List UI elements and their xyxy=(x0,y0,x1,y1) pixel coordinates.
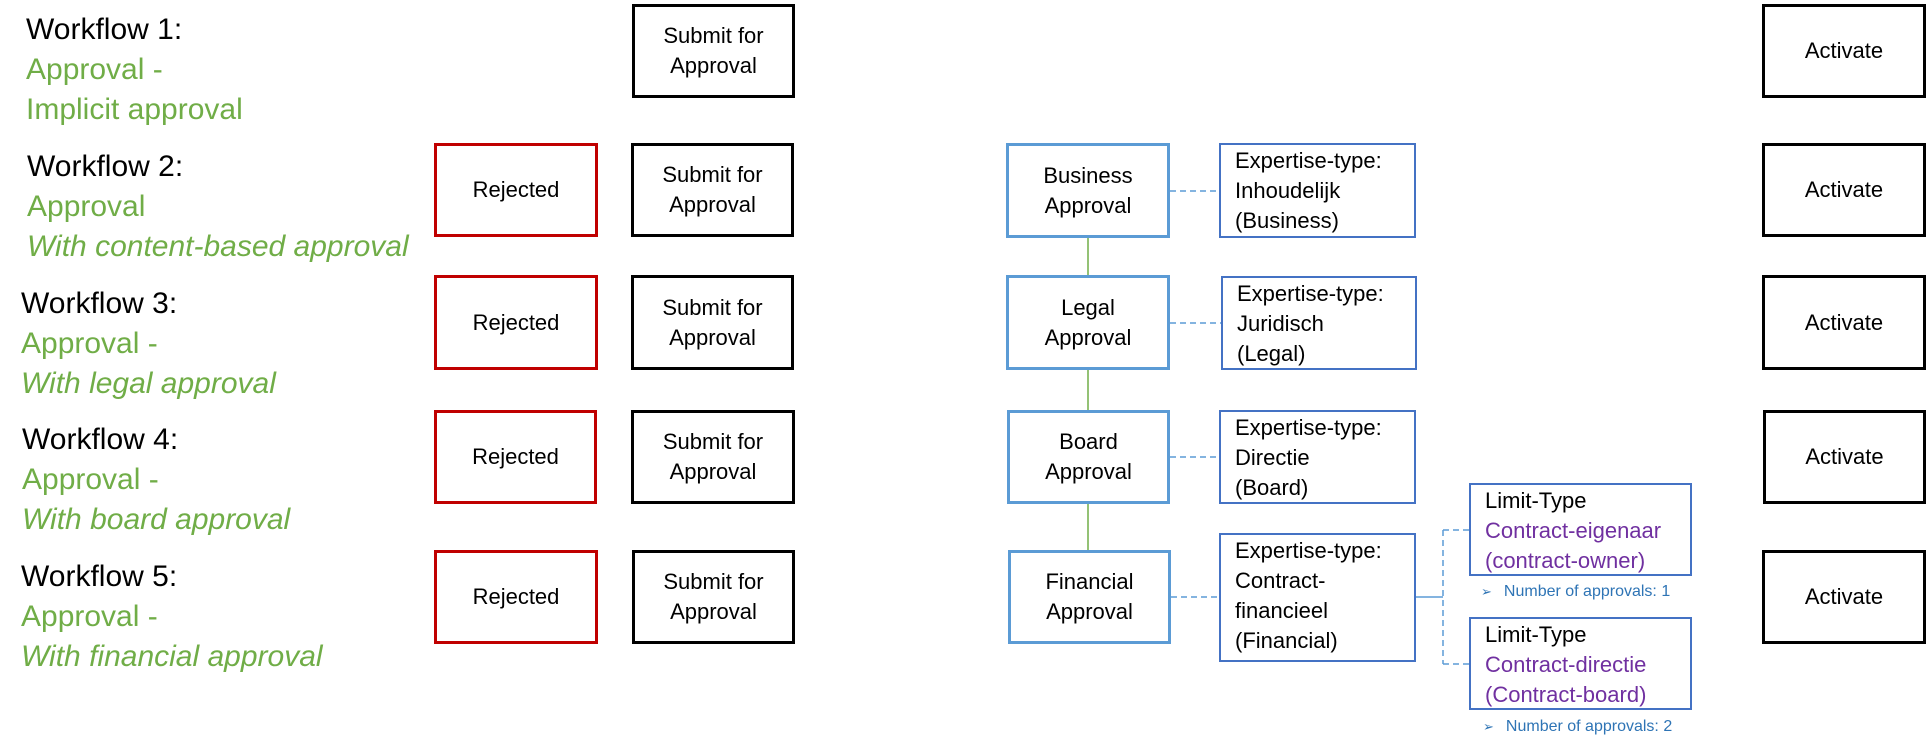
workflow-3-label: Workflow 3: Approval - With legal approv… xyxy=(21,284,276,404)
limit-note: ➢ Number of approvals: 1 xyxy=(1481,583,1670,601)
activate-label: Activate xyxy=(1804,309,1884,335)
submit-label-line1: Submit for xyxy=(662,429,764,454)
limit-note: ➢ Number of approvals: 2 xyxy=(1483,718,1672,736)
workflow-description: With board approval xyxy=(22,503,291,536)
expertise-line: Juridisch xyxy=(1237,311,1324,336)
submit-label-line2: Approval xyxy=(669,324,756,350)
expertise-type-box: Expertise-type: Juridisch (Legal) xyxy=(1221,276,1417,370)
rejected-node: Rejected xyxy=(434,143,598,237)
workflow-description: With content-based approval xyxy=(27,230,409,263)
rejected-node: Rejected xyxy=(434,410,597,504)
activate-label: Activate xyxy=(1804,38,1884,63)
workflow-2-label: Workflow 2: Approval With content-based … xyxy=(27,147,409,267)
workflow-description: With legal approval xyxy=(21,367,276,400)
workflow-1-label: Workflow 1: Approval - Implicit approval xyxy=(26,10,243,130)
legal-label-line1: Legal xyxy=(1061,294,1115,320)
arrowhead-bullet-icon: ➢ xyxy=(1481,584,1492,599)
activate-label: Activate xyxy=(1804,584,1884,609)
business-label-line1: Business xyxy=(1043,162,1133,188)
workflow-subtitle: Approval - xyxy=(22,463,159,496)
submit-label-line2: Approval xyxy=(669,459,757,484)
business-label-line2: Approval xyxy=(1044,192,1132,218)
submit-label-line1: Submit for xyxy=(662,162,763,187)
activate-node: Activate xyxy=(1762,4,1926,98)
activate-label: Activate xyxy=(1804,177,1884,202)
expertise-type-box: Expertise-type: Contract- financieel (Fi… xyxy=(1219,533,1416,662)
activate-node: Activate xyxy=(1762,143,1926,237)
workflow-subtitle: Approval - xyxy=(26,53,163,86)
workflow-4-label: Workflow 4: Approval - With board approv… xyxy=(22,420,290,540)
expertise-line: (Legal) xyxy=(1237,341,1306,366)
expertise-line: Expertise-type: xyxy=(1235,415,1382,440)
expertise-line: (Financial) xyxy=(1235,628,1338,653)
rejected-label: Rejected xyxy=(472,444,559,469)
activate-node: Activate xyxy=(1762,275,1926,370)
limit-note-text: Number of approvals: 2 xyxy=(1505,718,1673,735)
workflow-subtitle: Approval - xyxy=(21,327,158,360)
expertise-type-box: Expertise-type: Directie (Board) xyxy=(1219,410,1416,504)
expertise-line: financieel xyxy=(1235,598,1328,623)
workflow-description: With financial approval xyxy=(21,640,323,673)
limit-name: Contract-directie xyxy=(1485,652,1647,677)
workflow-subtitle: Approval - xyxy=(21,600,158,633)
limit-name-translation: (Contract-board) xyxy=(1485,682,1647,707)
expertise-line: Expertise-type: xyxy=(1237,281,1384,306)
rejected-label: Rejected xyxy=(472,177,560,202)
limit-type-box: Limit-Type Contract-eigenaar (contract-o… xyxy=(1469,483,1692,576)
limit-name-translation: (contract-owner) xyxy=(1485,548,1646,573)
limit-type-box: Limit-Type Contract-directie (Contract-b… xyxy=(1469,617,1692,710)
expertise-line: Inhoudelijk xyxy=(1235,178,1341,203)
expertise-line: Contract- xyxy=(1235,568,1326,593)
expertise-line: (Board) xyxy=(1235,475,1309,500)
rejected-node: Rejected xyxy=(434,275,598,370)
expertise-type-box: Expertise-type: Inhoudelijk (Business) xyxy=(1219,143,1416,238)
workflow-5-label: Workflow 5: Approval - With financial ap… xyxy=(21,557,323,677)
submit-label-line2: Approval xyxy=(670,599,757,624)
limit-title: Limit-Type xyxy=(1485,622,1587,647)
arrowhead-bullet-icon: ➢ xyxy=(1483,719,1494,734)
workflow-title: Workflow 2: xyxy=(27,150,184,183)
expertise-line: (Business) xyxy=(1235,208,1339,233)
rejected-node: Rejected xyxy=(434,550,598,644)
financial-label-line1: Financial xyxy=(1045,569,1134,594)
board-label-line1: Board xyxy=(1059,429,1118,454)
workflow-title: Workflow 5: xyxy=(21,560,178,593)
submit-label-line1: Submit for xyxy=(663,569,764,594)
expertise-line: Expertise-type: xyxy=(1235,538,1382,563)
rejected-label: Rejected xyxy=(472,584,560,609)
workflow-title: Workflow 1: xyxy=(26,13,183,46)
activate-label: Activate xyxy=(1805,444,1884,469)
submit-label-line2: Approval xyxy=(669,192,756,217)
submit-label-line2: Approval xyxy=(670,53,757,78)
expertise-line: Directie xyxy=(1235,445,1310,470)
financial-label-line2: Approval xyxy=(1046,599,1133,624)
workflow-subtitle: Approval xyxy=(27,190,146,223)
submit-label-line1: Submit for xyxy=(662,294,763,320)
limit-name: Contract-eigenaar xyxy=(1485,518,1662,543)
board-label-line2: Approval xyxy=(1045,459,1132,484)
workflow-description: Implicit approval xyxy=(26,93,243,126)
limit-title: Limit-Type xyxy=(1485,488,1587,513)
workflow-title: Workflow 3: xyxy=(21,287,178,320)
activate-node: Activate xyxy=(1762,550,1926,644)
workflow-title: Workflow 4: xyxy=(22,423,179,456)
limit-note-text: Number of approvals: 1 xyxy=(1503,583,1671,600)
expertise-line: Expertise-type: xyxy=(1235,148,1382,173)
activate-node: Activate xyxy=(1763,410,1926,504)
legal-label-line2: Approval xyxy=(1044,324,1132,350)
rejected-label: Rejected xyxy=(472,309,560,335)
submit-label-line1: Submit for xyxy=(663,23,764,48)
